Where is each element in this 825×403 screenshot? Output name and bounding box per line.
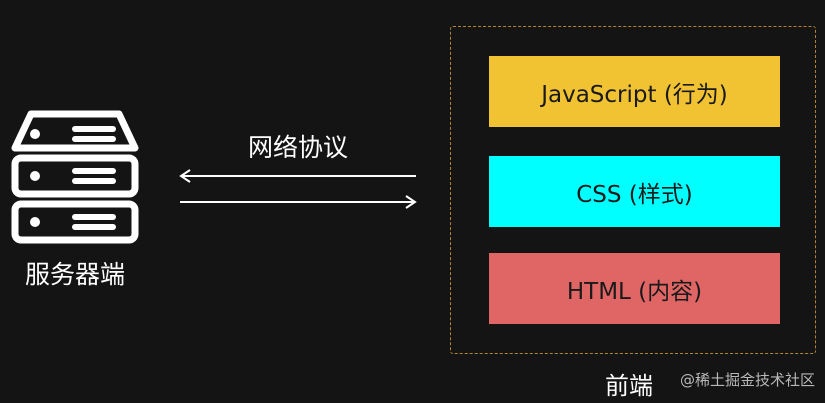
javascript-layer-label: JavaScript (行为): [541, 81, 728, 108]
html-layer-label: HTML (内容): [566, 278, 703, 305]
protocol-label: 网络协议: [247, 133, 348, 162]
html-layer: HTML (内容): [489, 253, 780, 324]
server-icon: [11, 110, 139, 244]
javascript-layer: JavaScript (行为): [489, 56, 780, 127]
css-layer-label: CSS (样式): [576, 181, 693, 208]
css-layer: CSS (样式): [489, 156, 780, 227]
arrow-left-icon: [179, 169, 416, 183]
frontend-label: 前端: [605, 372, 653, 400]
arrow-right-icon: [180, 195, 417, 209]
server-label: 服务器端: [24, 260, 125, 289]
watermark: @稀土掘金技术社区: [679, 371, 815, 389]
frontend-container: [450, 26, 816, 354]
protocol-arrows: [179, 169, 417, 209]
